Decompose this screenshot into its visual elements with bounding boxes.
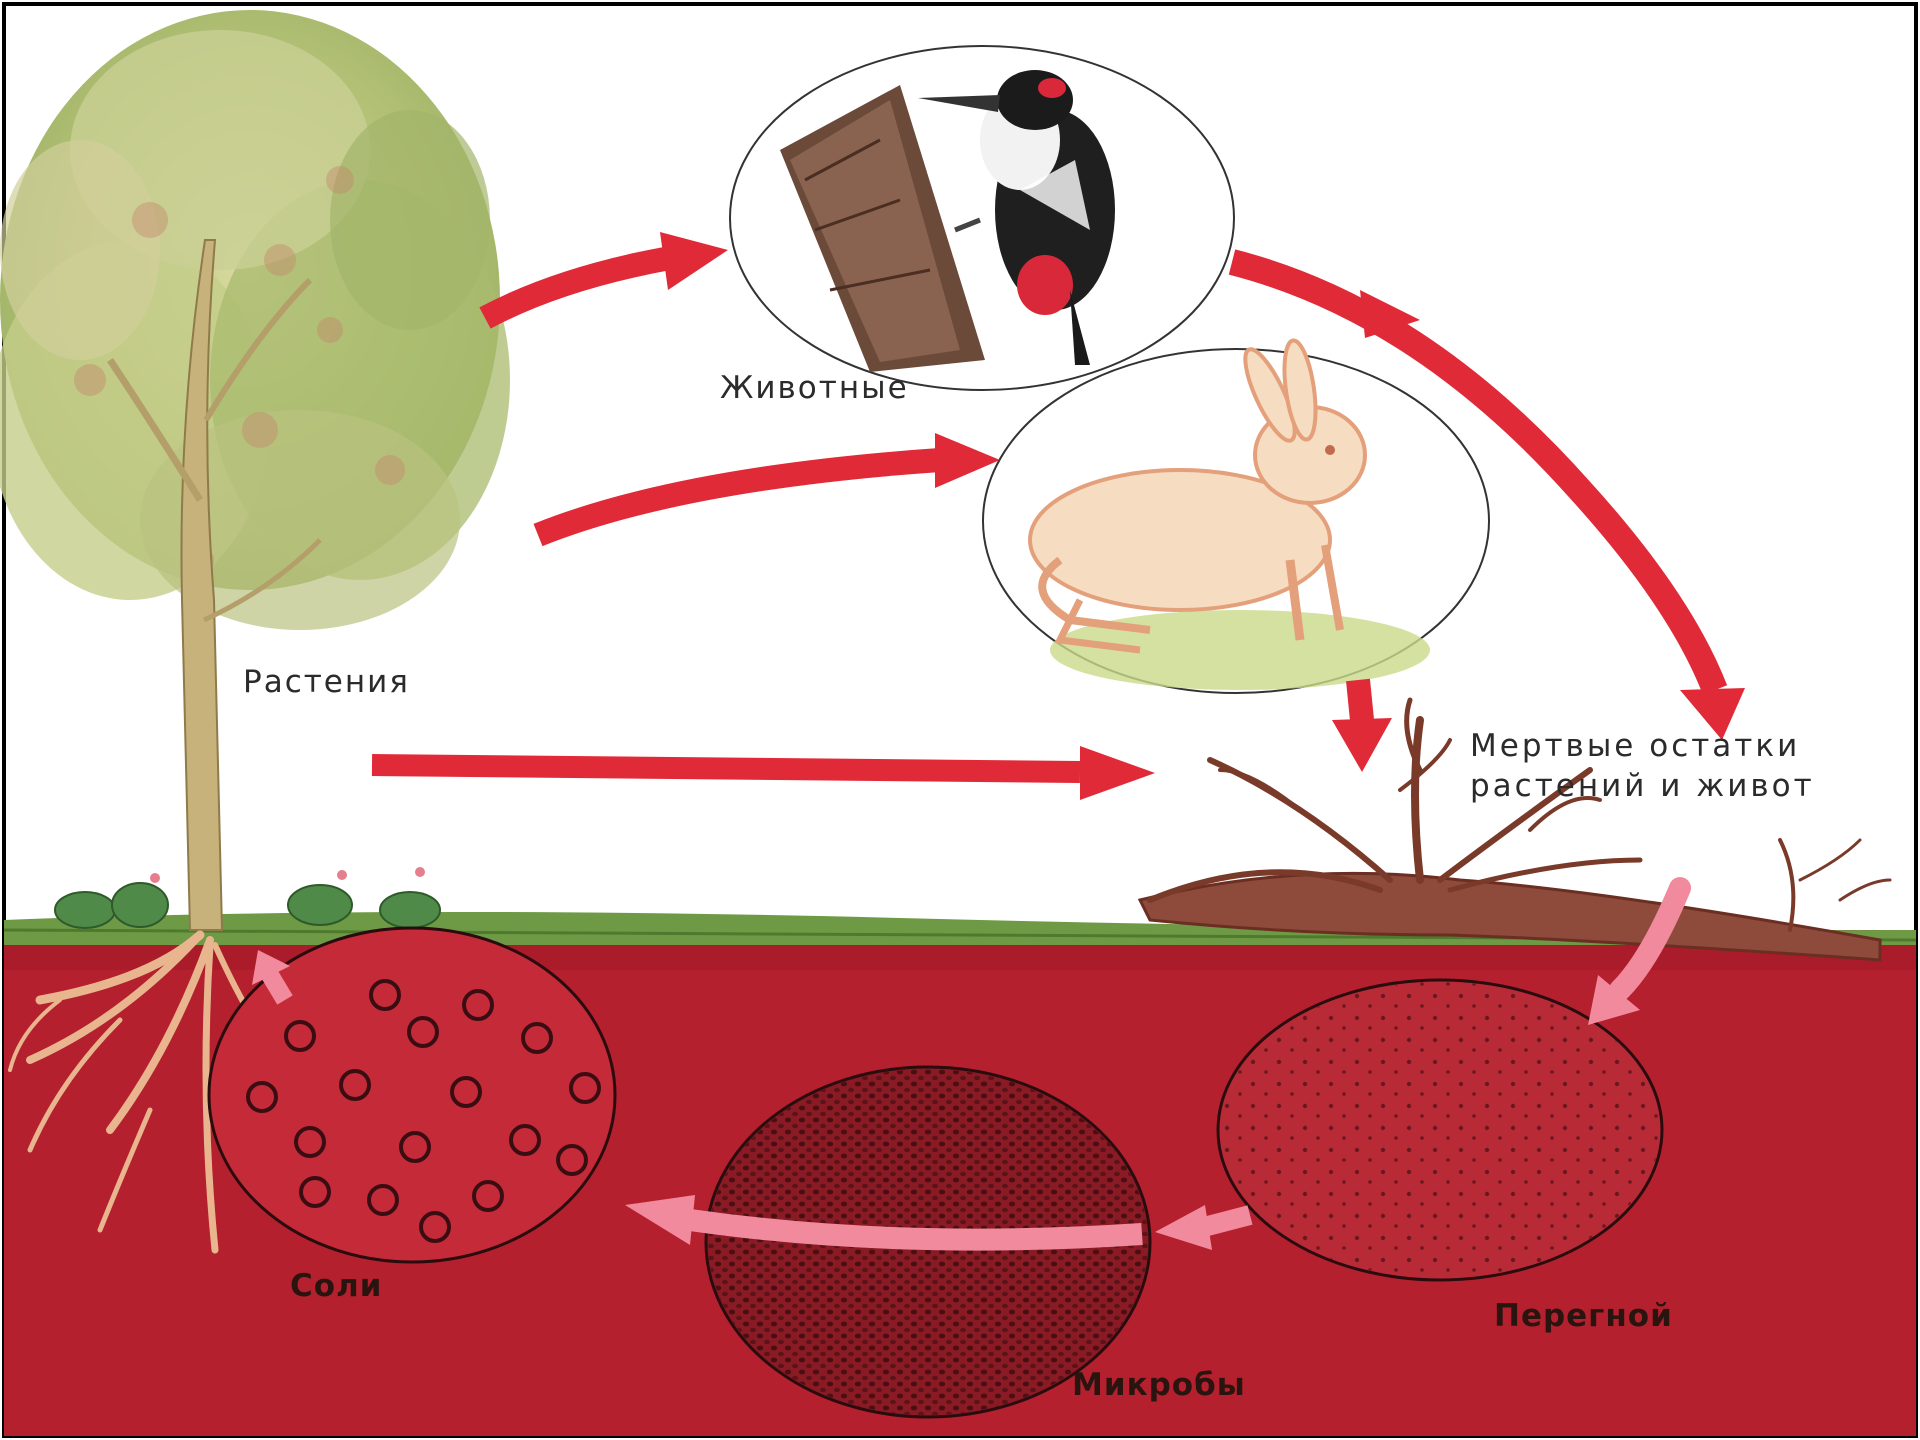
- humus-circle: [1218, 980, 1662, 1280]
- animals-label: Животные: [720, 370, 909, 406]
- plants-label: Растения: [243, 664, 410, 700]
- arrow-plants-to-woodpecker: [485, 232, 728, 318]
- arrow-plants-to-hare: [538, 433, 1000, 535]
- arrow-plants-to-remains: [372, 746, 1155, 800]
- humus-label: Перегной: [1494, 1298, 1673, 1334]
- remains-label-line1: Мертвые остатки: [1470, 728, 1800, 764]
- arrow-hare-to-remains: [1332, 680, 1392, 772]
- tree-icon: [0, 10, 510, 930]
- microbes-label: Микробы: [1072, 1367, 1246, 1403]
- salts-label: Соли: [290, 1268, 382, 1304]
- remains-label-line2: растений и живот: [1470, 768, 1815, 804]
- animals-hare-circle: [983, 339, 1489, 693]
- animals-woodpecker-circle: [730, 46, 1234, 390]
